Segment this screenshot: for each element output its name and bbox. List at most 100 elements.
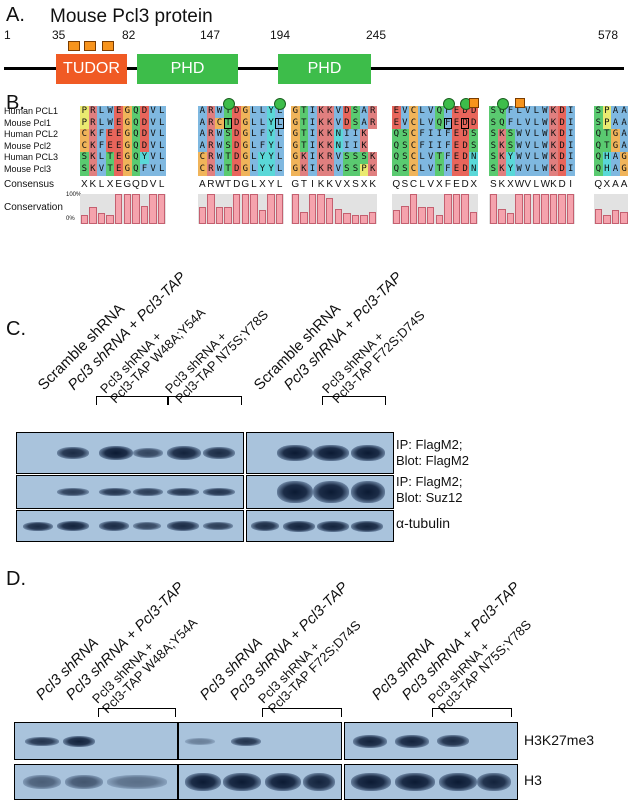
residue-cell: L: [532, 152, 541, 164]
residue-cell: F: [443, 129, 453, 141]
residue-cell: W: [514, 164, 524, 176]
residue-cell: I: [566, 106, 575, 118]
conservation-bar: [549, 193, 558, 224]
consensus-residue: S: [401, 178, 409, 190]
residue-cell: G: [291, 140, 300, 153]
residue-cell: R: [325, 152, 334, 164]
conservation-scale-100: 100%: [66, 191, 82, 198]
residue-cell: V: [148, 106, 158, 118]
position-label: 578: [598, 28, 619, 42]
residue-cell: D: [460, 117, 470, 130]
residue-cell: I: [342, 129, 352, 141]
blot-h3-2: [178, 764, 342, 800]
blot-suz12-left: [16, 475, 244, 509]
residue-cell: V: [523, 129, 532, 141]
residue-cell: L: [249, 117, 259, 130]
residue-cell: N: [334, 129, 343, 141]
residue-cell: D: [342, 106, 352, 118]
residue-cell: I: [566, 129, 575, 141]
consensus-residue: R: [207, 178, 215, 190]
residue-cell: Y: [266, 106, 276, 118]
conservation-bar: [418, 207, 426, 224]
conservation-bar: [114, 193, 123, 224]
phd-domain-1: PHD: [137, 54, 238, 84]
residue-cell: Y: [140, 152, 149, 164]
lane-bracket: [432, 708, 512, 717]
residue-cell: C: [198, 152, 207, 164]
residue-cell: F: [506, 106, 515, 118]
residue-cell: T: [105, 152, 115, 164]
consensus-residue: D: [461, 178, 469, 190]
residue-cell: A: [619, 117, 629, 130]
residue-cell: Y: [266, 129, 276, 141]
residue-cell: T: [435, 164, 444, 176]
residue-cell: I: [566, 164, 575, 176]
conservation-bar: [401, 205, 409, 224]
residue-cell: A: [619, 140, 629, 153]
conservation-bar: [157, 193, 166, 224]
residue-cell: K: [359, 140, 369, 153]
consensus-residue: X: [603, 178, 611, 190]
residue-cell: V: [97, 164, 106, 176]
residue-cell: D: [460, 129, 470, 141]
consensus-residue: K: [326, 178, 334, 190]
conservation-bar: [343, 213, 351, 224]
consensus-residue: Q: [132, 178, 140, 190]
residue-cell: K: [325, 106, 334, 118]
residue-cell: K: [549, 152, 558, 164]
residue-cell: L: [249, 152, 259, 164]
residue-cell: Y: [258, 164, 267, 176]
position-label: 1: [4, 28, 11, 42]
residue-cell: E: [452, 140, 461, 153]
residue-cell: S: [223, 140, 233, 153]
residue-cell: V: [523, 140, 532, 153]
residue-cell: I: [308, 129, 317, 141]
lane-bracket: [322, 396, 386, 405]
consensus-residue: V: [427, 178, 435, 190]
residue-cell: I: [566, 152, 575, 164]
residue-cell: L: [417, 106, 427, 118]
residue-cell: S: [594, 106, 603, 118]
blot-h3k27me3-3: [344, 722, 518, 760]
protein-band: [353, 734, 387, 748]
mutation-marker: [68, 41, 80, 51]
residue-cell: R: [206, 152, 216, 164]
residue-cell: G: [241, 152, 250, 164]
residue-cell: K: [497, 164, 507, 176]
conservation-scale-0: 0%: [66, 215, 75, 222]
residue-cell: Y: [266, 140, 276, 153]
residue-cell: I: [351, 129, 360, 141]
residue-cell: D: [460, 152, 470, 164]
protein-band: [23, 775, 61, 789]
protein-band: [63, 735, 95, 747]
residue-cell: K: [359, 129, 369, 141]
residue-cell: P: [602, 117, 612, 130]
residue-cell: H: [602, 164, 612, 176]
residue-cell: S: [351, 106, 360, 118]
residue-cell: S: [469, 129, 478, 141]
residue-cell: E: [452, 106, 461, 118]
consensus-residue: F: [444, 178, 451, 190]
conservation-bar: [140, 205, 149, 224]
residue-cell: K: [549, 117, 558, 130]
protein-band: [277, 445, 313, 461]
residue-cell: N: [469, 164, 478, 176]
residue-cell: W: [215, 106, 224, 118]
blot-tubulin-right: [246, 510, 394, 542]
residue-cell: K: [88, 140, 98, 153]
consensus-residue: S: [352, 178, 359, 190]
conservation-bar: [541, 193, 549, 224]
protein-band: [107, 775, 167, 789]
panel-b-letter: B.: [6, 92, 25, 114]
consensus-residue: K: [550, 178, 557, 190]
residue-cell: G: [241, 117, 250, 130]
protein-band: [313, 481, 349, 503]
protein-band: [133, 522, 161, 530]
residue-cell: L: [157, 117, 166, 130]
residue-cell: G: [619, 152, 629, 164]
residue-cell: T: [223, 106, 233, 118]
residue-cell: K: [88, 129, 98, 141]
residue-cell: F: [97, 140, 106, 153]
residue-cell: R: [206, 164, 216, 176]
